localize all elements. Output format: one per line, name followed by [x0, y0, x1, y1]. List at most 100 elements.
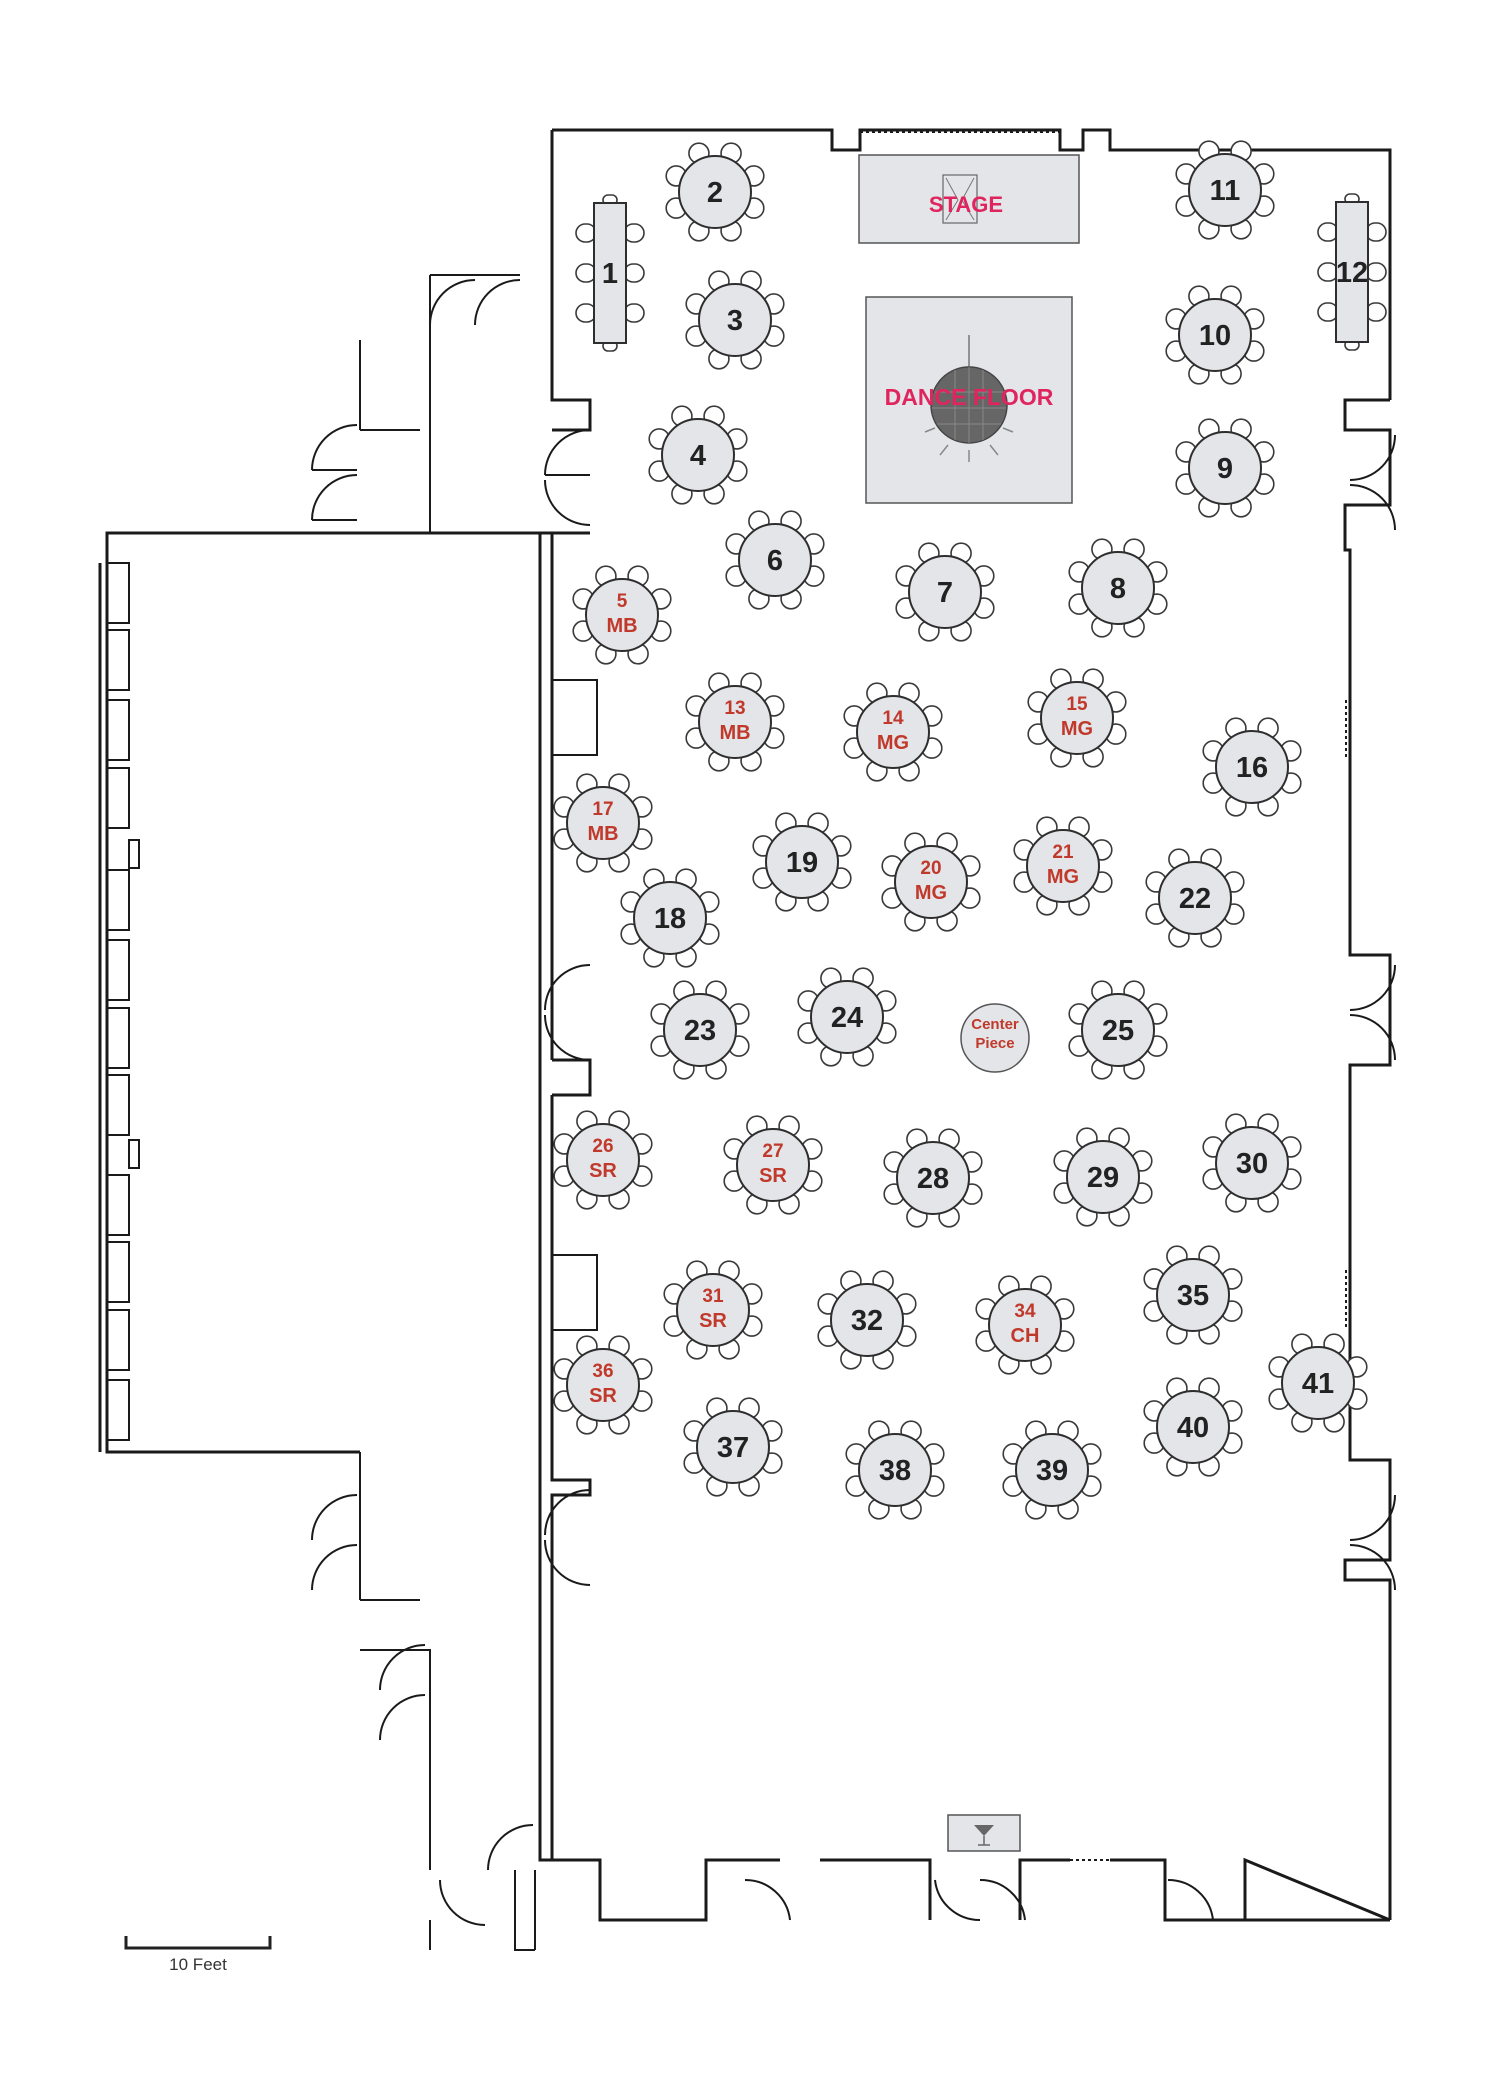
- table-number: 28: [917, 1163, 949, 1195]
- table-top: [736, 1128, 810, 1202]
- table-number: 4: [690, 440, 706, 472]
- table-top: [988, 1288, 1062, 1362]
- table-top: [633, 881, 707, 955]
- round-table-40: 40: [1143, 1377, 1243, 1477]
- west-windows: [106, 562, 140, 1441]
- round-table-25: 25: [1068, 980, 1168, 1080]
- table-top: [1215, 1126, 1289, 1200]
- table-group-tag: MG: [877, 732, 909, 754]
- table-number: 5: [617, 591, 628, 612]
- round-table-16: 16: [1202, 717, 1302, 817]
- table-number: 30: [1236, 1148, 1268, 1180]
- table-top: [894, 845, 968, 919]
- table-number: 22: [1179, 883, 1211, 915]
- ballroom-walls: [538, 128, 1392, 1922]
- table-number: 15: [1066, 694, 1088, 715]
- table-number: 39: [1036, 1455, 1068, 1487]
- table-top: [1015, 1433, 1089, 1507]
- table-top: [1281, 1346, 1355, 1420]
- table-top: [1188, 153, 1262, 227]
- table-number: 3: [727, 305, 743, 337]
- table-top: [1040, 681, 1114, 755]
- table-top: [1188, 431, 1262, 505]
- west-wing-walls: [98, 274, 552, 1951]
- table-number: 41: [1302, 1368, 1334, 1400]
- table-top: [856, 695, 930, 769]
- table-number: 31: [702, 1286, 724, 1307]
- round-table-38: 38: [845, 1420, 945, 1520]
- table-group-tag: MG: [915, 882, 947, 904]
- table-top: [1156, 1258, 1230, 1332]
- table-number: 21: [1052, 842, 1074, 863]
- round-table-39: 39: [1002, 1420, 1102, 1520]
- table-top: [1215, 730, 1289, 804]
- scale-label: 10 Feet: [169, 1955, 227, 1974]
- table-number: 10: [1199, 320, 1231, 352]
- table-number: 1: [602, 258, 618, 290]
- table-top: [593, 202, 627, 344]
- table-top: [830, 1283, 904, 1357]
- table-top: [1158, 861, 1232, 935]
- table-top: [908, 555, 982, 629]
- table-number: 18: [654, 903, 686, 935]
- table-number: 35: [1177, 1280, 1209, 1312]
- table-top: [738, 523, 812, 597]
- table-top: [566, 1123, 640, 1197]
- table-number: 7: [937, 577, 953, 609]
- table-group-tag: MG: [1061, 718, 1093, 740]
- table-top: [698, 283, 772, 357]
- table-group-tag: MG: [1047, 866, 1079, 888]
- center-piece: Center Piece: [960, 1003, 1030, 1073]
- round-table-11: 11: [1175, 140, 1275, 240]
- table-top: [566, 786, 640, 860]
- table-number: 9: [1217, 453, 1233, 485]
- stage-label: STAGE: [929, 192, 1003, 217]
- table-top: [1156, 1390, 1230, 1464]
- round-table-19: 19: [752, 812, 852, 912]
- table-top: [1081, 551, 1155, 625]
- round-table-30: 30: [1202, 1113, 1302, 1213]
- table-number: 14: [882, 708, 904, 729]
- table-number: 12: [1336, 257, 1368, 289]
- round-table-41: 41: [1268, 1333, 1368, 1433]
- table-group-tag: MB: [587, 823, 618, 845]
- table-top: [1026, 829, 1100, 903]
- table-group-tag: SR: [589, 1160, 617, 1182]
- table-group-tag: CH: [1011, 1325, 1040, 1347]
- table-top: [676, 1273, 750, 1347]
- table-number: 24: [831, 1002, 863, 1034]
- table-top: [566, 1348, 640, 1422]
- table-top: [765, 825, 839, 899]
- round-table-35: 35: [1143, 1245, 1243, 1345]
- stage: STAGE: [858, 154, 1080, 244]
- head-table-1: 1: [575, 194, 645, 352]
- table-top: [698, 685, 772, 759]
- head-tables: 1 12: [575, 193, 1387, 352]
- round-table-6: 6: [725, 510, 825, 610]
- table-number: 38: [879, 1455, 911, 1487]
- center-piece-label-1: Center: [971, 1016, 1019, 1033]
- table-top: [810, 980, 884, 1054]
- round-table-37: 37: [683, 1397, 783, 1497]
- table-number: 27: [762, 1141, 783, 1162]
- round-table-24: 24: [797, 967, 897, 1067]
- scale-bar: 10 Feet: [124, 1936, 272, 1974]
- bar: [947, 1814, 1021, 1852]
- table-number: 26: [592, 1136, 613, 1157]
- center-piece-label-2: Piece: [975, 1035, 1014, 1052]
- table-top: [585, 578, 659, 652]
- table-top: [1178, 298, 1252, 372]
- table-group-tag: MB: [606, 615, 637, 637]
- head-table-12: 12: [1317, 193, 1387, 351]
- table-number: 17: [592, 799, 613, 820]
- table-group-tag: MB: [719, 722, 750, 744]
